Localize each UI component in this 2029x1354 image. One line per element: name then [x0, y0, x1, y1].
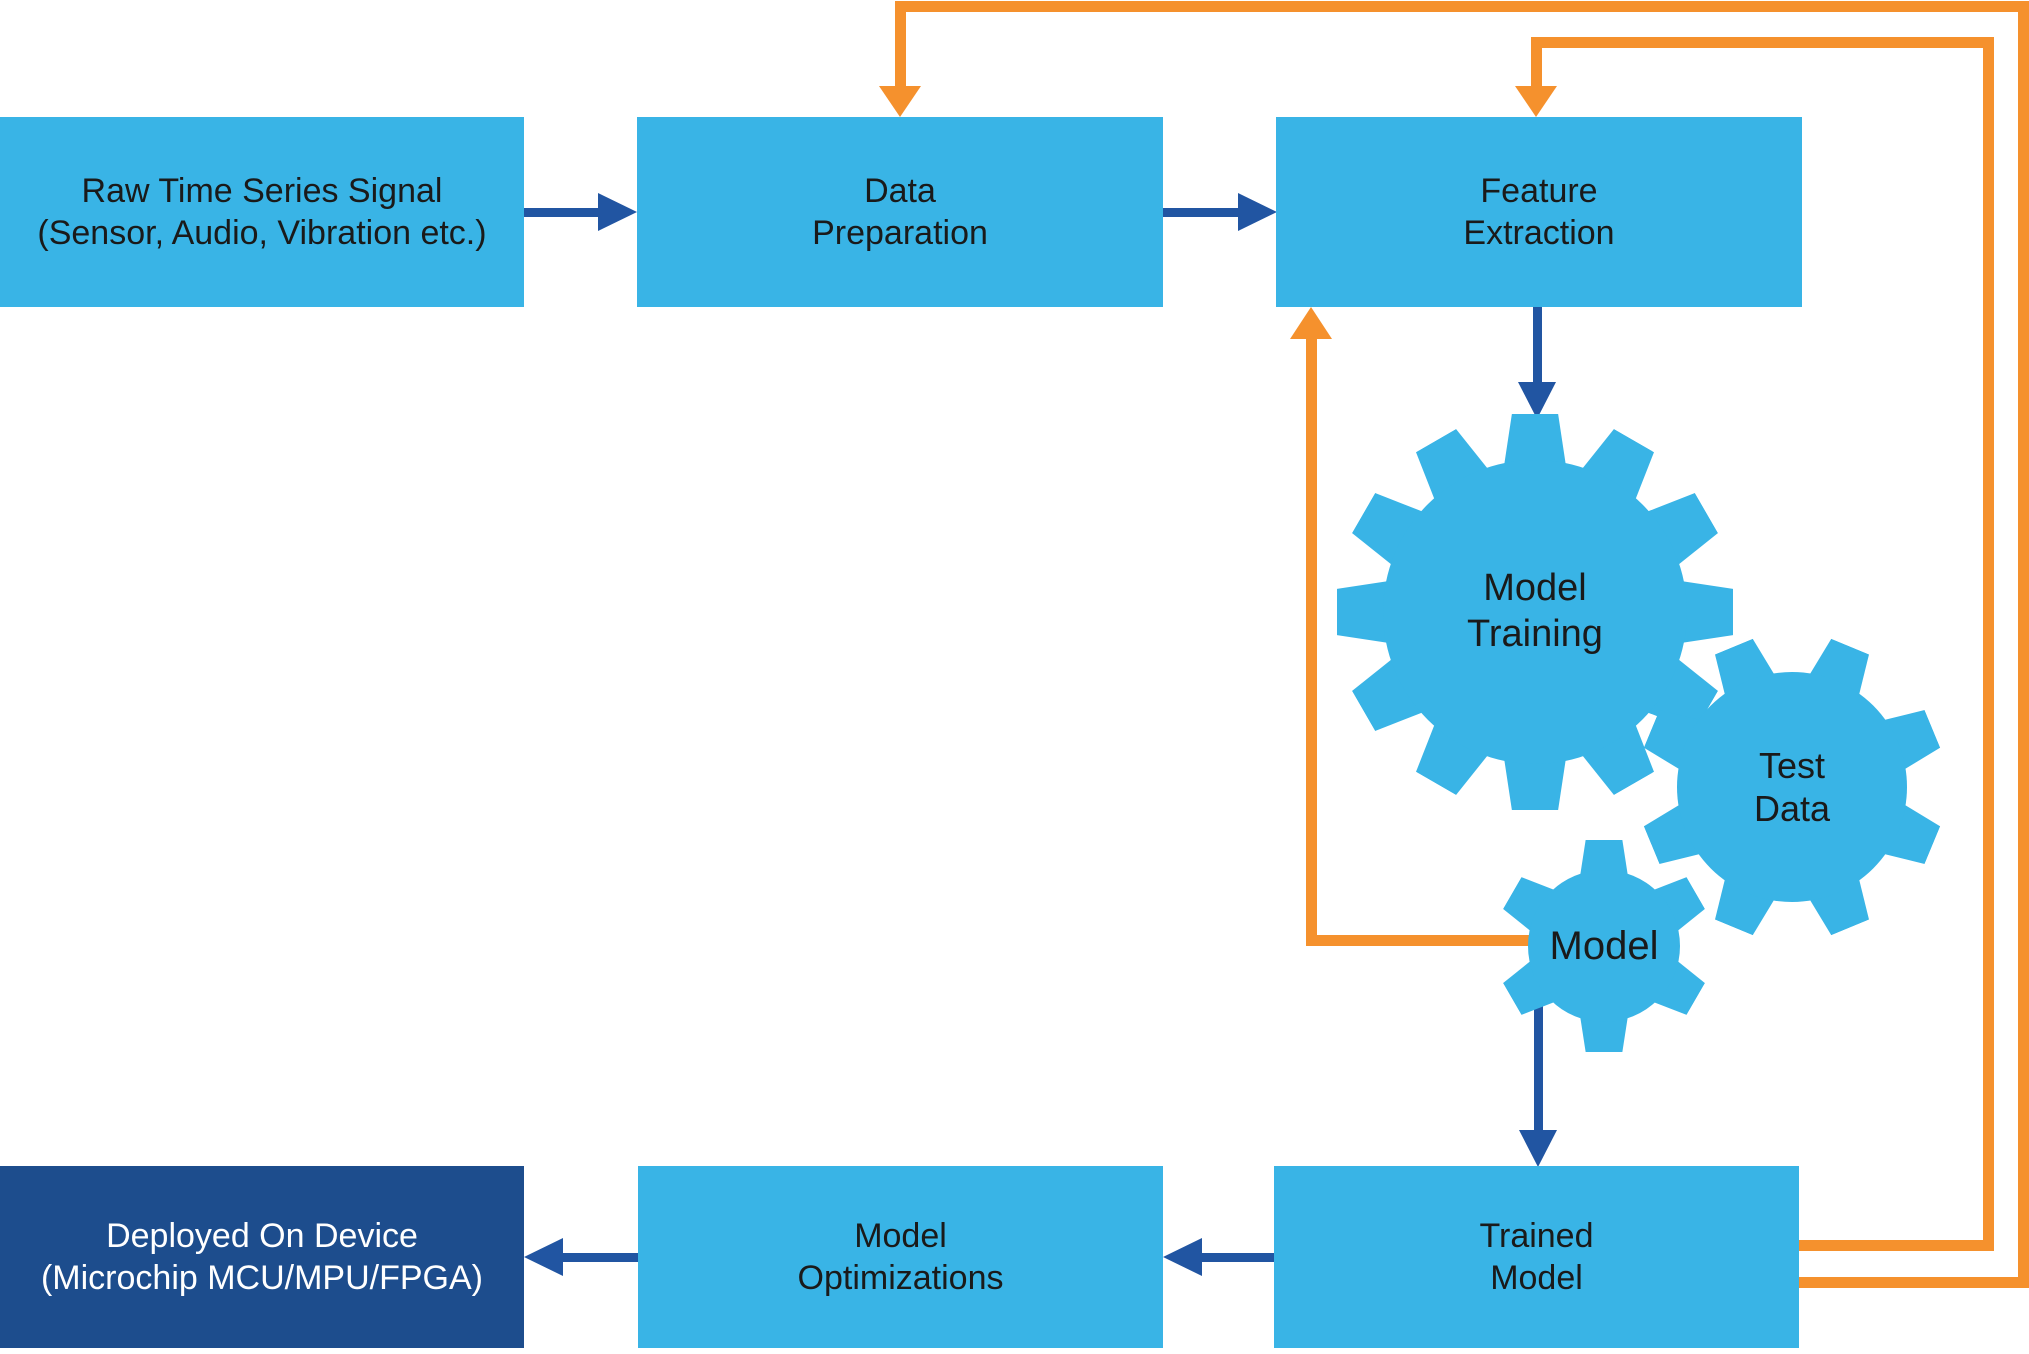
box-raw-signal: Raw Time Series Signal (Sensor, Audio, V…: [0, 117, 524, 307]
arrowhead-right-icon: [1238, 193, 1277, 231]
line-segment: [1163, 208, 1239, 217]
line-segment: [1533, 307, 1542, 385]
arrowhead-left-icon: [524, 1238, 563, 1276]
box-model-optimizations: Model Optimizations: [638, 1166, 1163, 1348]
gear-model: Model: [1498, 840, 1710, 1052]
gear-test-data-label: Test Data: [1753, 744, 1831, 829]
box-feature-extraction: Feature Extraction: [1276, 117, 1802, 307]
arrowhead-down-icon: [1515, 86, 1557, 117]
box-data-preparation: Data Preparation: [637, 117, 1163, 307]
gear-model-training: Model Training: [1337, 414, 1733, 810]
line-segment: [563, 1253, 638, 1262]
line-segment: [1799, 1277, 2029, 1288]
gear-body: [1528, 870, 1680, 1022]
gear-model-training-label: Model Training: [1467, 567, 1603, 655]
arrowhead-up-icon: [1290, 307, 1332, 339]
arrowhead-down-icon: [879, 86, 921, 117]
line-segment: [1306, 935, 1606, 946]
box-trained-model: Trained Model: [1274, 1166, 1799, 1348]
line-segment: [1202, 1253, 1274, 1262]
line-segment: [1799, 1240, 1994, 1251]
line-segment: [895, 12, 906, 88]
gear-body: [1677, 672, 1907, 902]
arrowhead-down-icon: [1519, 1130, 1557, 1167]
gear-test-data: Test Data: [1640, 635, 1944, 939]
line-segment: [895, 1, 2029, 12]
line-segment: [524, 208, 600, 217]
line-segment: [1531, 37, 1994, 48]
arrowhead-left-icon: [1163, 1238, 1202, 1276]
gear-model-label: Model: [1549, 924, 1659, 968]
box-deployed-on-device: Deployed On Device (Microchip MCU/MPU/FP…: [0, 1166, 524, 1348]
line-segment: [1531, 48, 1542, 88]
line-segment: [1983, 37, 1994, 1251]
line-segment: [2018, 1, 2029, 1288]
arrowhead-right-icon: [598, 193, 637, 231]
